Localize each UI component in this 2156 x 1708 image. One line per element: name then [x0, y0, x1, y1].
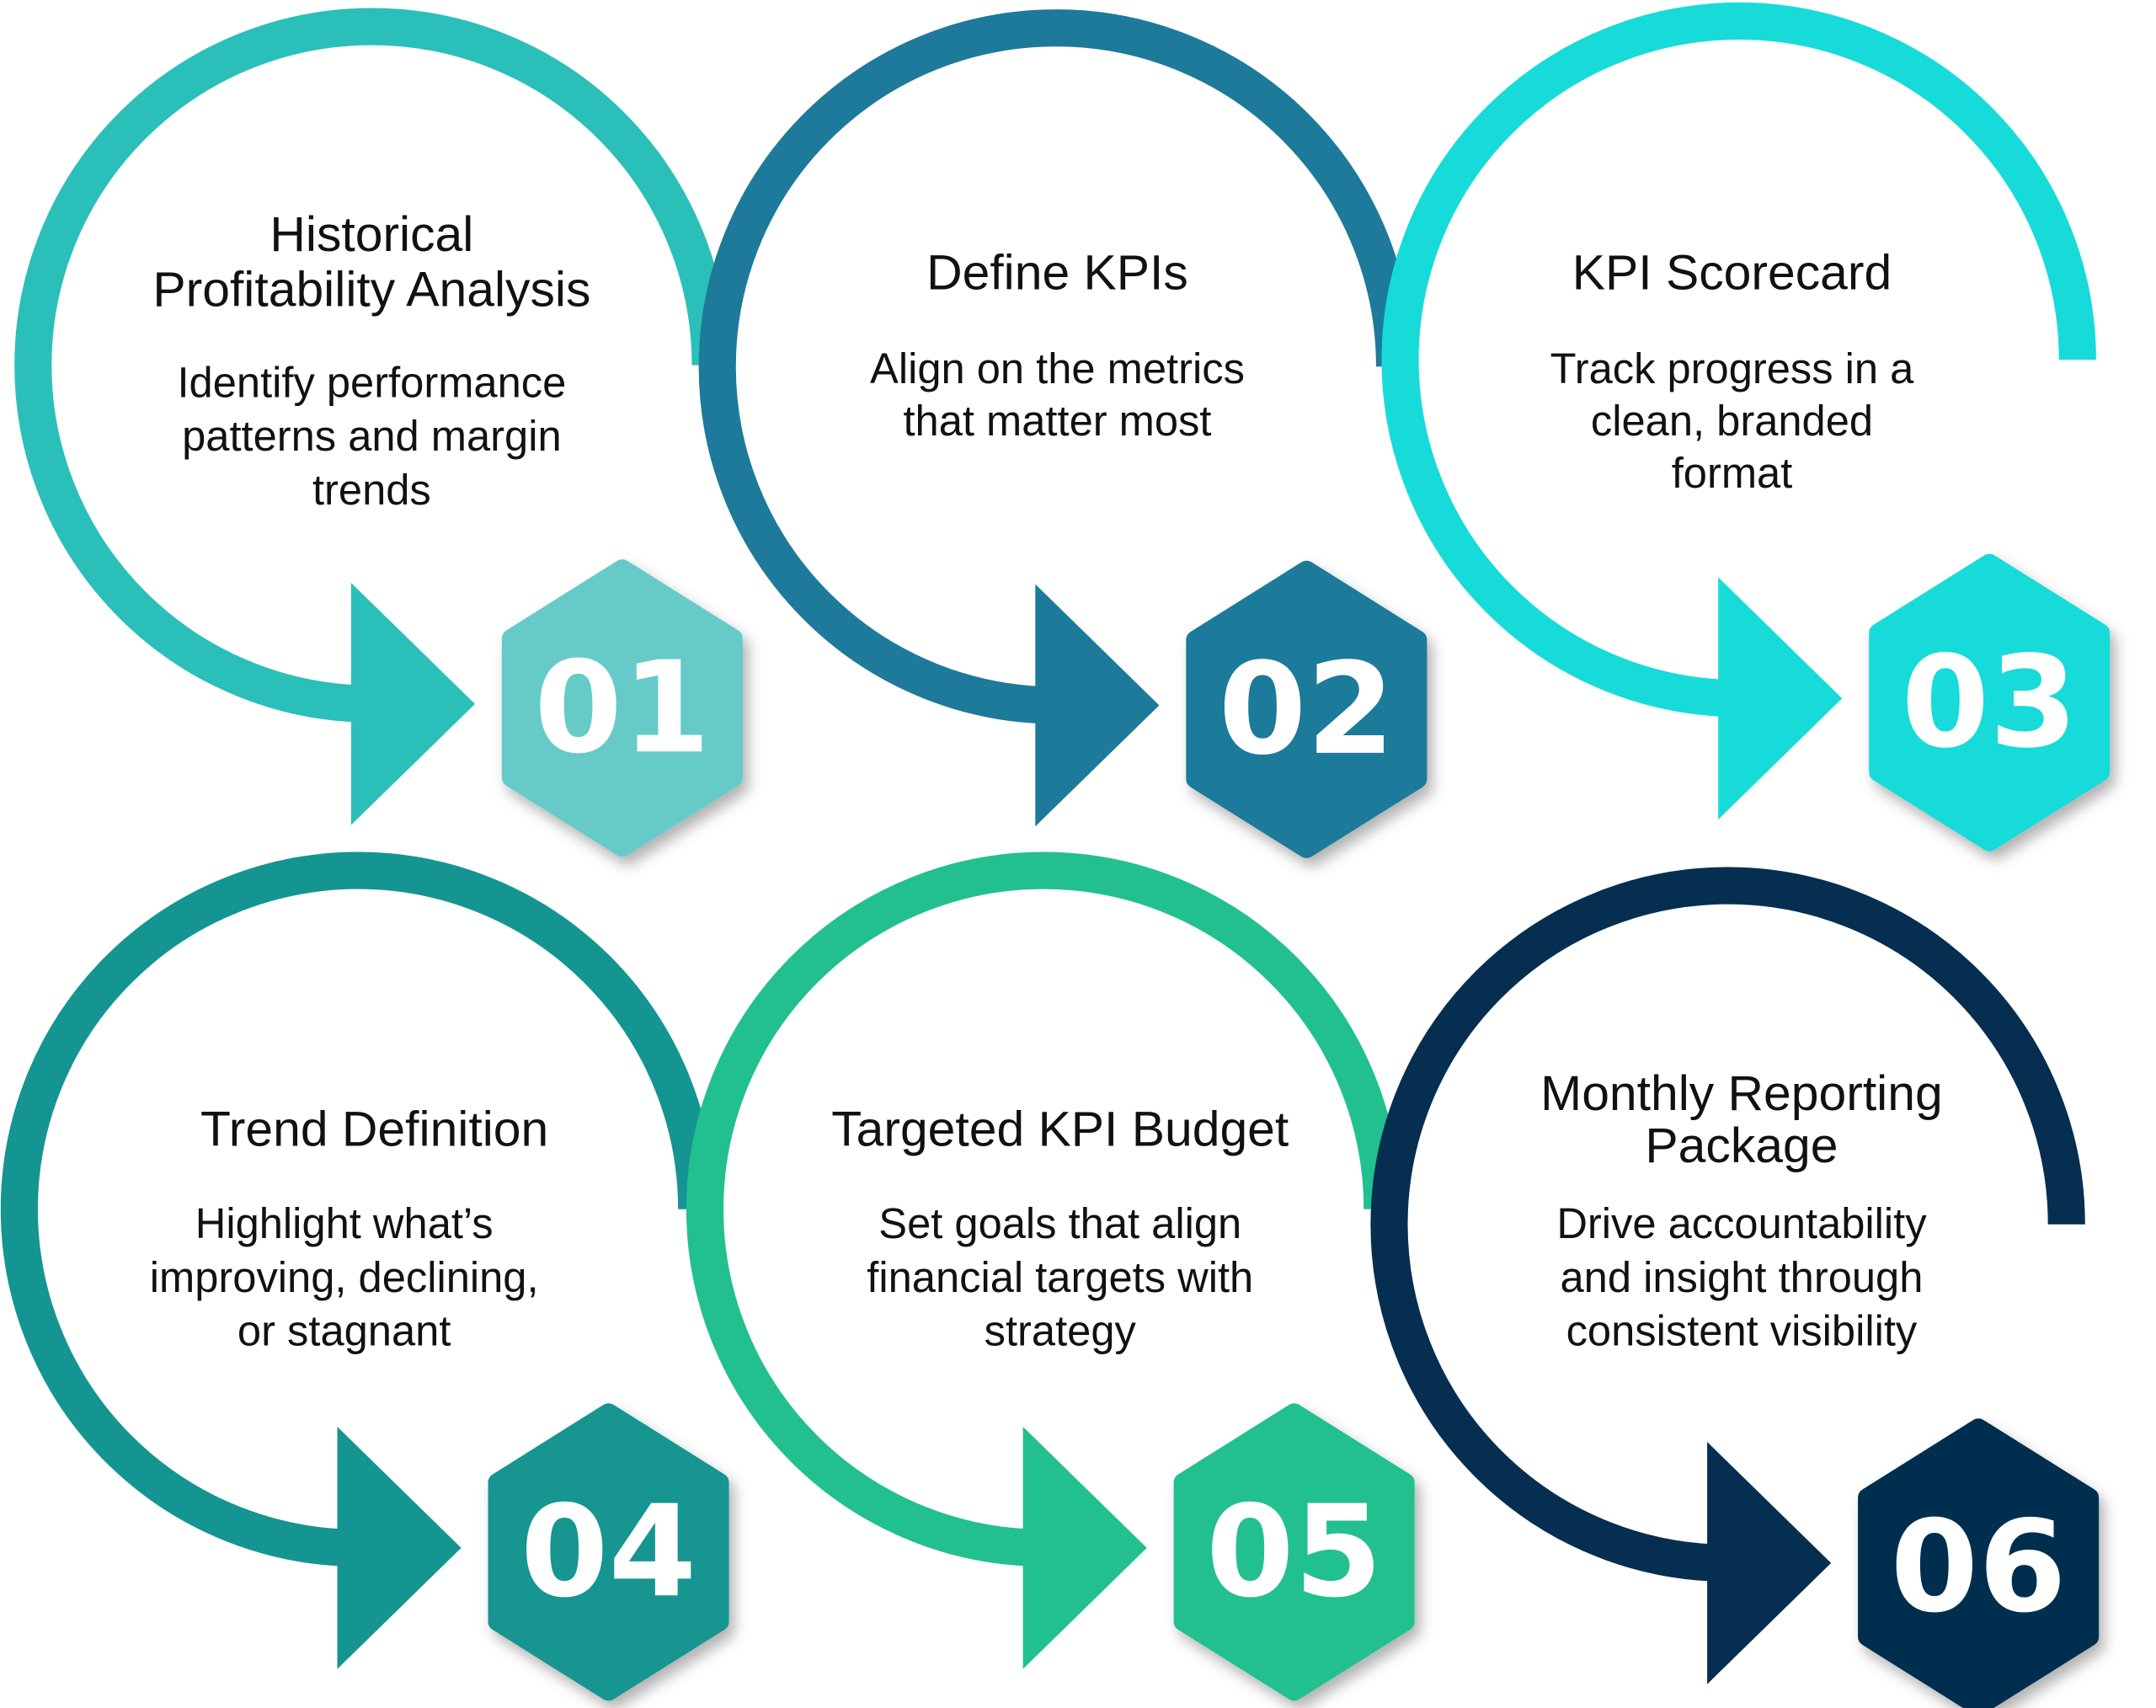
step-title: Define KPIs — [926, 246, 1188, 301]
step-description: strategy — [985, 1307, 1137, 1355]
step-3: 03 — [1381, 2, 2111, 851]
step-number: 06 — [1890, 1493, 2066, 1641]
step-description: that matter most — [903, 397, 1211, 445]
step-number: 04 — [520, 1478, 696, 1625]
step-description: Highlight what’s — [195, 1199, 494, 1247]
hexagon-badge — [1869, 553, 2111, 851]
step-description: improving, declining, — [150, 1253, 539, 1301]
step-description: trends — [312, 466, 431, 514]
hexagon-badge — [1858, 1418, 2100, 1708]
step-number: 02 — [1219, 636, 1395, 783]
arc-ring — [0, 851, 716, 1567]
step-1: 01 — [14, 8, 743, 857]
arc-ring — [14, 8, 729, 723]
step-title: Historical — [270, 207, 473, 262]
step-number: 01 — [534, 634, 710, 782]
arc-ring — [1370, 867, 2085, 1582]
step-5: 05 — [686, 851, 1415, 1701]
step-title: Targeted KPI Budget — [831, 1102, 1289, 1157]
step-title: Trend Definition — [200, 1102, 548, 1157]
hexagon-badge — [1173, 1403, 1415, 1701]
step-6: 06 — [1370, 867, 2100, 1708]
step-description: financial targets with — [867, 1253, 1253, 1301]
step-description: Track progress in a — [1550, 344, 1914, 392]
arc-ring — [686, 851, 1401, 1567]
step-description: and insight through — [1560, 1253, 1923, 1301]
arrow-icon — [1718, 577, 1843, 820]
step-description: consistent visibility — [1566, 1307, 1918, 1355]
step-title: Profitability Analysis — [152, 262, 590, 317]
hexagon-badge — [1186, 560, 1428, 858]
arrow-icon — [350, 582, 475, 825]
step-description: or stagnant — [237, 1307, 451, 1355]
arrow-icon — [337, 1427, 462, 1669]
step-number: 03 — [1902, 629, 2078, 777]
arrow-icon — [1707, 1442, 1832, 1684]
arc-ring — [698, 9, 1414, 724]
step-title: KPI Scorecard — [1572, 246, 1892, 301]
hexagon-badge — [501, 559, 743, 857]
step-description: Align on the metrics — [870, 344, 1245, 392]
step-2: 02 — [698, 9, 1428, 858]
step-4: 04 — [0, 851, 729, 1701]
step-title: Monthly Reporting — [1540, 1066, 1943, 1121]
hexagon-badge — [488, 1403, 729, 1701]
step-description: Set goals that align — [878, 1199, 1241, 1247]
step-description: Identify performance — [177, 358, 566, 406]
arrow-icon — [1022, 1427, 1147, 1669]
step-number: 05 — [1206, 1478, 1382, 1625]
arrow-icon — [1035, 584, 1160, 827]
step-description: patterns and margin — [182, 412, 562, 460]
arc-ring — [1381, 2, 2096, 718]
step-description: format — [1672, 449, 1793, 497]
step-description: clean, branded — [1591, 397, 1873, 445]
step-title: Package — [1645, 1118, 1838, 1173]
step-description: Drive accountability — [1556, 1199, 1927, 1247]
